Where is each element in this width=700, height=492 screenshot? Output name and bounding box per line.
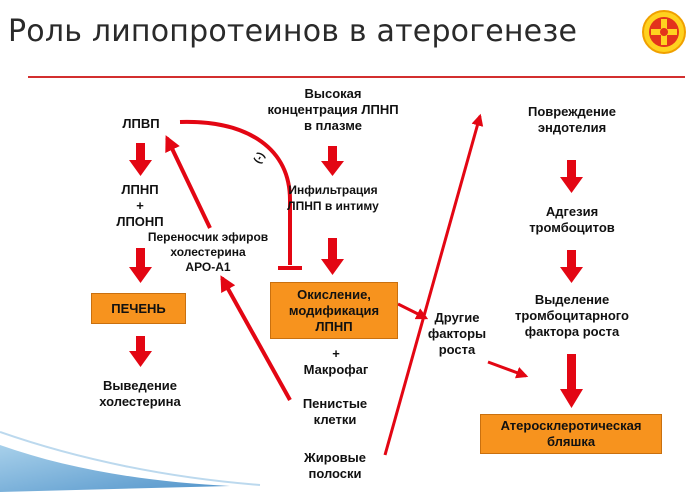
fatty-streaks-line-2: полоски [308,466,362,481]
endothelium-line-1: Повреждение [527,104,617,119]
sun-cross-logo-icon [640,8,688,56]
foam-cells-label: Пенистые клетки [292,396,378,428]
endothelium-line-2: эндотелия [537,120,607,135]
lpvp-label: ЛПВП [122,116,160,131]
foam-cells-line-1: Пенистые [302,396,368,411]
plaque-line-1: Атеросклеротическая [500,418,642,433]
arrow-adhesion-to-growth-factor [560,250,583,283]
arrow-carrier-to-lpvp [165,135,212,229]
arrow-fatty-streaks-to-endothelium [383,113,484,456]
platelet-growth-factor-label: Выделение тромбоцитарного фактора роста [508,292,636,340]
carrier-line-1: Переносчик эфиров [147,230,269,244]
liver-box: ПЕЧЕНЬ [91,293,186,324]
oxidation-line-2: модификация [288,302,380,318]
carrier-line-2: холестерина [170,245,246,259]
slide-title: Роль липопротеинов в атерогенезе [8,14,578,49]
macrophage-plus: + [332,346,340,361]
oxidation-line-3: ЛПНП [315,318,353,334]
plus-line: + [136,198,144,213]
arrow-growth-factor-to-plaque [560,354,583,408]
other-factors-line-3: роста [438,342,476,357]
arrow-infiltration-to-oxidation [321,238,344,275]
lponp-line: ЛПОНП [116,214,164,229]
inhibition-curve [179,119,292,265]
corner-swoosh-line [0,431,261,486]
endothelium-damage-label: Повреждение эндотелия [516,104,628,136]
growth-factor-line-2: тромбоцитарного [515,308,629,323]
infiltration-line-1: Инфильтрация [288,183,378,197]
oxidation-line-1: Окисление, [297,286,371,302]
arrow-other-factors-to-plaque [487,360,529,379]
excretion-label: Выведение холестерина [88,378,192,410]
carrier-label: Переносчик эфиров холестерина АРО-А1 [146,230,270,275]
lpnp-line: ЛПНП [121,182,159,197]
arrow-high-ldl-to-infiltration [321,146,344,176]
other-growth-factors-label: Другие факторы роста [422,310,492,358]
infiltration-line-2: ЛПНП в интиму [287,199,379,213]
arrow-lponp-to-liver [129,248,152,283]
fatty-streaks-line-1: Жировые [304,450,366,465]
high-ldl-line-2: концентрация ЛПНП [267,102,399,117]
macrophage-line: Макрофаг [303,362,369,377]
carrier-line-3: АРО-А1 [185,260,231,274]
fatty-streaks-label: Жировые полоски [292,450,378,482]
adhesion-line-1: Адгезия [545,204,599,219]
other-factors-line-1: Другие [434,310,480,325]
excretion-line-2: холестерина [99,394,181,409]
foam-cells-line-2: клетки [313,412,357,427]
arrow-oxidation-to-other-factors [397,302,429,320]
arrow-endothelium-to-adhesion [560,160,583,193]
adhesion-line-2: тромбоцитов [529,220,615,235]
growth-factor-line-3: фактора роста [524,324,620,339]
platelet-adhesion-label: Адгезия тромбоцитов [518,204,626,236]
arrow-lpvp-to-lpnp [129,143,152,176]
plaque-box: Атеросклеротическая бляшка [480,414,662,454]
high-ldl-label: Высокая концентрация ЛПНП в плазме [262,86,404,134]
macrophage-label: + Макрофаг [290,346,382,378]
oxidation-box: Окисление, модификация ЛПНП [270,282,398,339]
other-factors-line-2: факторы [427,326,487,341]
arrow-foam-cells-to-carrier [220,275,292,401]
high-ldl-line-1: Высокая [304,86,362,101]
high-ldl-line-3: в плазме [303,118,363,133]
infiltration-label: Инфильтрация ЛПНП в интиму [274,182,392,214]
plaque-line-2: бляшка [546,434,596,449]
growth-factor-line-1: Выделение [534,292,610,307]
excretion-line-1: Выведение [102,378,178,393]
arrow-liver-to-excretion [129,336,152,367]
lpnp-lponp-label: ЛПНП + ЛПОНП [108,182,172,230]
corner-swoosh [0,445,230,492]
